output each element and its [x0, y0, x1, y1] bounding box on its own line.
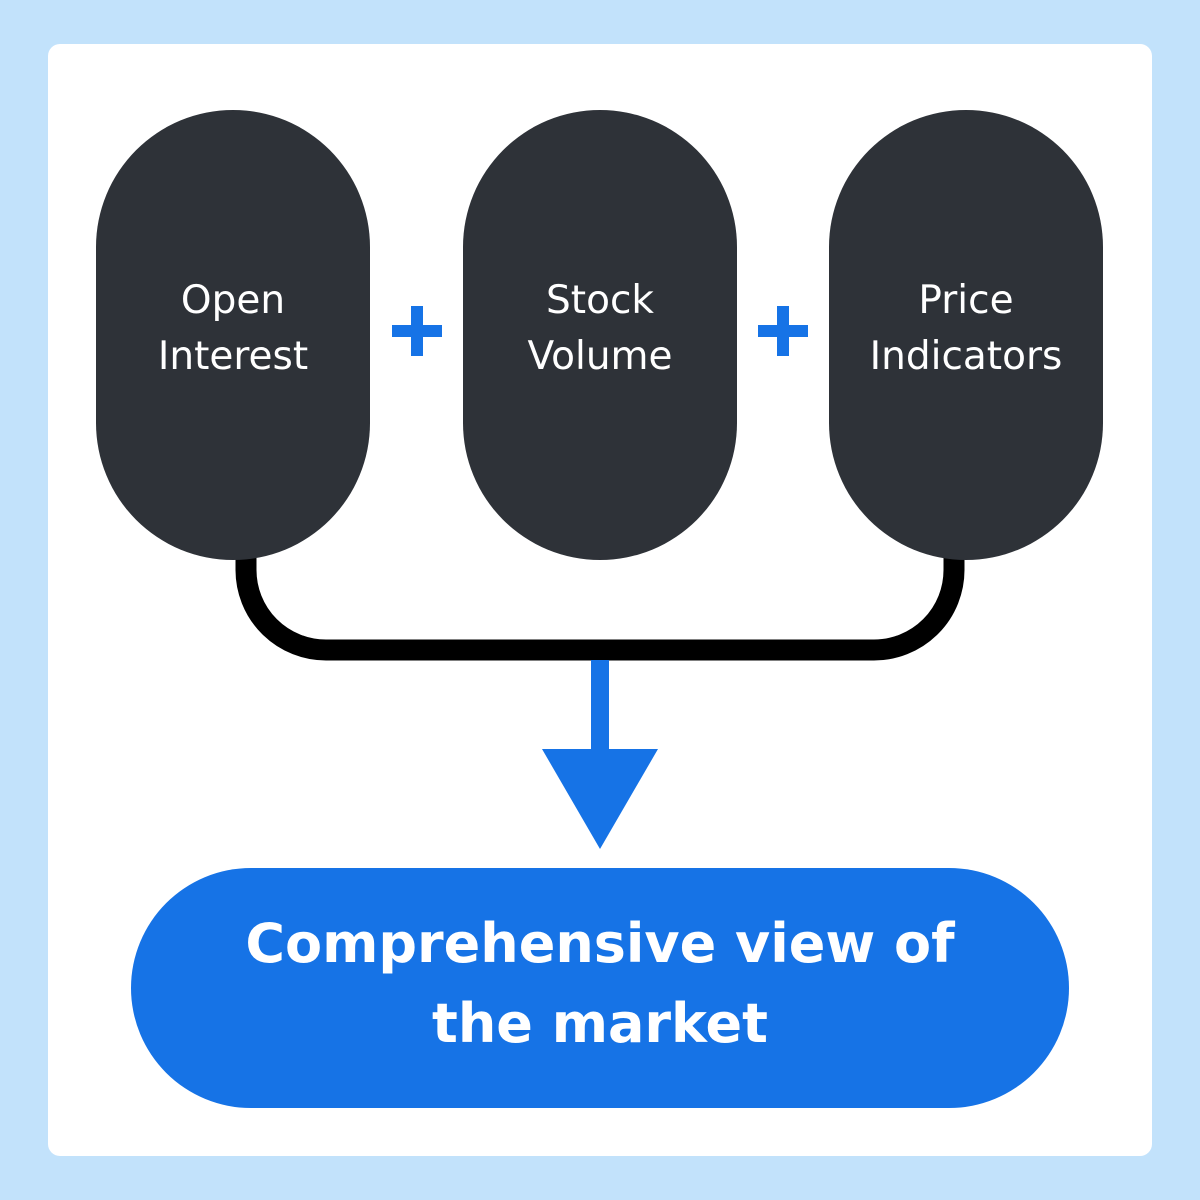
result-node: Comprehensive view of the market [131, 868, 1069, 1108]
input-node-open-interest: Open Interest [96, 110, 370, 560]
input-node-label: Open Interest [113, 273, 353, 385]
input-node-label-line: Volume [527, 334, 673, 379]
input-node-price-indicators: Price Indicators [829, 110, 1103, 560]
result-label-line: the market [432, 992, 768, 1055]
input-node-label-line: Open [180, 278, 286, 323]
input-node-label-line: Indicators [869, 334, 1063, 379]
plus-icon [392, 306, 442, 356]
input-node-label-line: Stock [546, 278, 654, 323]
input-node-stock-volume: Stock Volume [463, 110, 737, 560]
input-node-label-line: Price [918, 278, 1014, 323]
input-node-label: Stock Volume [480, 273, 720, 385]
plus-icon [758, 306, 808, 356]
result-label: Comprehensive view of the market [200, 904, 1000, 1064]
input-node-label: Price Indicators [846, 273, 1086, 385]
input-node-label-line: Interest [157, 334, 309, 379]
result-label-line: Comprehensive view of [245, 912, 955, 975]
